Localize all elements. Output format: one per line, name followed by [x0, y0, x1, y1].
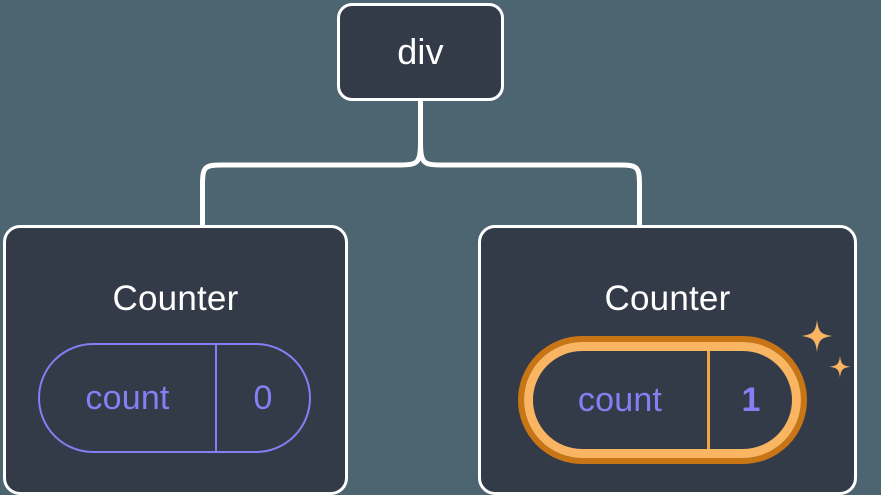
state-pill-right[interactable]: count 1	[518, 336, 807, 464]
state-pill-right-value: 1	[741, 380, 761, 419]
node-div-label: div	[397, 31, 444, 72]
node-counter-right-title: Counter	[604, 279, 731, 318]
state-pill-left-name: count	[40, 345, 217, 451]
state-pill-left-value: 0	[253, 378, 273, 417]
connector-branch-right	[418, 138, 642, 230]
connector-branch-left	[200, 138, 423, 230]
state-pill-right-name: count	[533, 351, 710, 449]
state-pill-right-body: count 1	[524, 342, 801, 458]
state-pill-left-body: count 0	[38, 343, 311, 453]
node-div[interactable]: div	[337, 3, 504, 101]
state-pill-left[interactable]: count 0	[38, 343, 311, 453]
node-counter-left-title: Counter	[112, 279, 239, 318]
state-pill-right-highlight-ring: count 1	[518, 336, 807, 464]
